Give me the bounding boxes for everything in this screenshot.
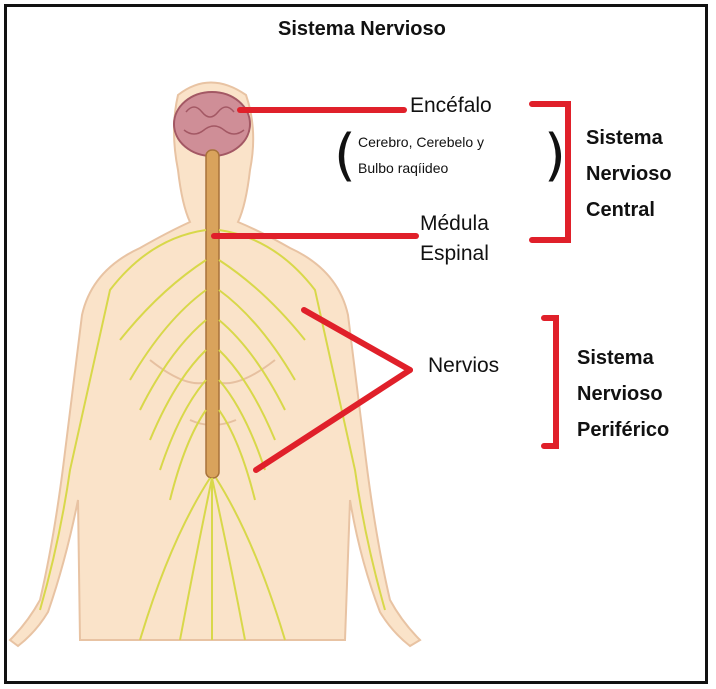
bracket-periferico xyxy=(544,318,556,446)
peripheral-label-3: Periférico xyxy=(577,416,669,444)
brain-icon xyxy=(174,92,250,156)
central-label-3: Central xyxy=(586,196,655,224)
label-encefalo-detail-1: Cerebro, Cerebelo y xyxy=(358,134,484,150)
central-label-1: Sistema xyxy=(586,124,663,152)
diagram-title: Sistema Nervioso xyxy=(278,18,446,41)
peripheral-label-1: Sistema xyxy=(577,344,654,372)
peripheral-label-2: Nervioso xyxy=(577,380,663,408)
central-label-2: Nervioso xyxy=(586,160,672,188)
label-espinal: Espinal xyxy=(420,242,489,266)
spinal-cord xyxy=(206,150,219,478)
paren-right: ) xyxy=(544,128,566,184)
label-encefalo: Encéfalo xyxy=(410,94,492,118)
label-encefalo-detail-2: Bulbo raqíideo xyxy=(358,160,448,176)
label-nervios: Nervios xyxy=(428,354,499,378)
label-medula: Médula xyxy=(420,212,489,236)
paren-left: ( xyxy=(334,128,356,184)
